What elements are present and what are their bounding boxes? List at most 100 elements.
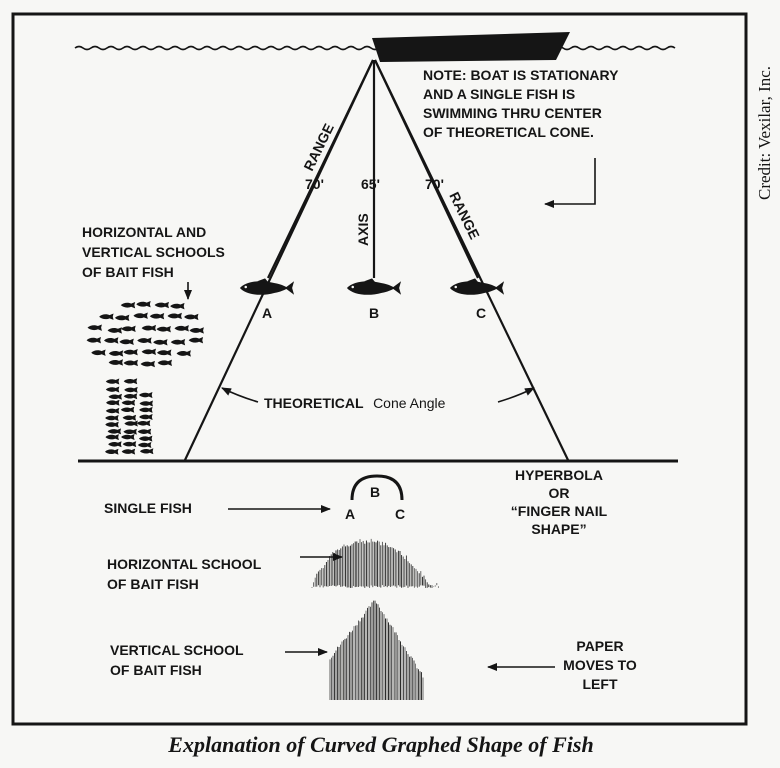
- bait-fish-icon: [123, 378, 138, 385]
- bait-fish-icon: [138, 435, 153, 442]
- bait-fish-icon: [139, 448, 154, 455]
- arc-point-b: B: [370, 484, 380, 500]
- bait-fish-icon: [121, 325, 136, 333]
- range-label-right: RANGE: [446, 189, 483, 241]
- bait-fish-icon: [124, 420, 138, 427]
- cone-angle-normal: Cone Angle: [373, 395, 446, 411]
- schools-label-line-2: VERTICAL SCHOOLS: [82, 244, 225, 260]
- fish-point-c: C: [476, 305, 486, 321]
- bait-fish-icon: [105, 386, 120, 393]
- bait-fish-icon: [149, 313, 165, 320]
- bait-fish-icon: [103, 337, 119, 344]
- note-line-3: SWIMMING THRU CENTER: [423, 105, 602, 121]
- paper-moves-line-1: PAPER: [576, 638, 623, 654]
- vertical-school-trace: [329, 600, 424, 700]
- bait-fish-icon: [139, 413, 153, 420]
- bait-fish-icon: [91, 349, 106, 356]
- bait-fish-icon: [107, 428, 122, 435]
- note-block: NOTE: BOAT IS STATIONARY AND A SINGLE FI…: [423, 67, 619, 140]
- bait-fish-icon: [141, 348, 157, 355]
- paper-moves-line-3: LEFT: [583, 676, 618, 692]
- bait-fish-icon: [123, 359, 138, 367]
- horizontal-school-line-2: OF BAIT FISH: [107, 576, 199, 592]
- paper-moves-line-2: MOVES TO: [563, 657, 637, 673]
- bait-fish-icon: [189, 327, 204, 334]
- vertical-school-line-1: VERTICAL SCHOOL: [110, 642, 244, 658]
- range-value-center: 65': [361, 176, 380, 192]
- horizontal-school-trace: [311, 538, 439, 588]
- boat-hull: [372, 32, 570, 62]
- bait-fish-icon: [108, 350, 124, 357]
- hyperbola-line-1: HYPERBOLA: [515, 467, 603, 483]
- schools-label-line-3: OF BAIT FISH: [82, 264, 174, 280]
- single-fish-label: SINGLE FISH: [104, 500, 192, 516]
- note-line-4: OF THEORETICAL CONE.: [423, 124, 594, 140]
- bait-fish-icon: [154, 301, 169, 309]
- credit-text: Credit: Vexilar, Inc.: [755, 66, 774, 200]
- bait-fish-icon: [136, 420, 151, 427]
- bait-fish-icon: [188, 337, 204, 344]
- figure-caption: Explanation of Curved Graphed Shape of F…: [167, 732, 593, 757]
- bait-fish-icon: [156, 325, 171, 333]
- fish-point-b: B: [369, 305, 379, 321]
- bait-fish-icon: [87, 324, 102, 331]
- vertical-bait-school: [105, 378, 154, 455]
- horizontal-school-line-1: HORIZONTAL SCHOOL: [107, 556, 262, 572]
- bait-fish-icon: [108, 393, 122, 400]
- note-line-1: NOTE: BOAT IS STATIONARY: [423, 67, 619, 83]
- bait-fish-icon: [107, 327, 122, 334]
- bait-fish-icon: [120, 301, 136, 309]
- bait-fish-icon: [121, 434, 135, 441]
- note-line-2: AND A SINGLE FISH IS: [423, 86, 575, 102]
- bait-fish-icon: [141, 324, 157, 332]
- arc-point-c: C: [395, 506, 405, 522]
- hyperbola-line-4: SHAPE”: [531, 521, 586, 537]
- bait-fish-icon: [121, 448, 136, 455]
- hyperbola-line-3: “FINGER NAIL: [511, 503, 608, 519]
- range-right-line: [374, 59, 479, 279]
- bait-fish-icon: [123, 348, 138, 356]
- cone-angle-arc-left: [221, 387, 259, 403]
- bait-fish-icon: [108, 441, 122, 448]
- bait-fish-icon: [105, 407, 120, 414]
- cone-angle-bold: THEORETICAL: [264, 395, 364, 411]
- fish-b-icon: [346, 278, 402, 295]
- axis-label: AXIS: [355, 213, 371, 246]
- arc-point-a: A: [345, 506, 355, 522]
- bait-fish-icon: [105, 421, 119, 428]
- bait-fish-icon: [139, 406, 153, 413]
- bait-fish-icon: [119, 338, 134, 346]
- fish-c-icon: [449, 278, 505, 295]
- bait-fish-icon: [123, 428, 137, 435]
- bait-fish-icon: [170, 302, 185, 310]
- bait-fish-icon: [105, 448, 119, 455]
- cone-angle-arc-right: [497, 387, 535, 403]
- bait-fish-icon: [120, 406, 135, 413]
- range-value-right: 70': [425, 176, 444, 192]
- bait-fish-icon: [138, 392, 153, 399]
- bait-fish-icon: [122, 414, 137, 421]
- vertical-school-line-2: OF BAIT FISH: [110, 662, 202, 678]
- schools-label-line-1: HORIZONTAL AND: [82, 224, 206, 240]
- bait-fish-icon: [114, 314, 130, 322]
- bait-fish-icon: [124, 386, 138, 393]
- diagram-frame: [11, 12, 748, 726]
- note-arrow: [544, 158, 596, 208]
- bait-fish-icon: [86, 336, 101, 344]
- range-left-line: [267, 59, 374, 279]
- bait-fish-icon: [123, 393, 138, 400]
- bait-fish-icon: [153, 339, 168, 346]
- bait-fish-icon: [105, 414, 119, 421]
- bait-fish-icon: [174, 325, 189, 332]
- fish-point-a: A: [262, 305, 272, 321]
- horizontal-bait-school: [86, 301, 204, 368]
- hyperbola-arc: [350, 474, 404, 501]
- bait-fish-icon: [156, 349, 172, 356]
- bait-fish-icon: [137, 441, 152, 448]
- fish-a-icon: [239, 278, 295, 295]
- water-surface-line: [74, 45, 676, 51]
- bait-fish-icon: [133, 312, 148, 319]
- bait-fish-icon: [137, 337, 152, 344]
- bait-fish-icon: [139, 400, 153, 407]
